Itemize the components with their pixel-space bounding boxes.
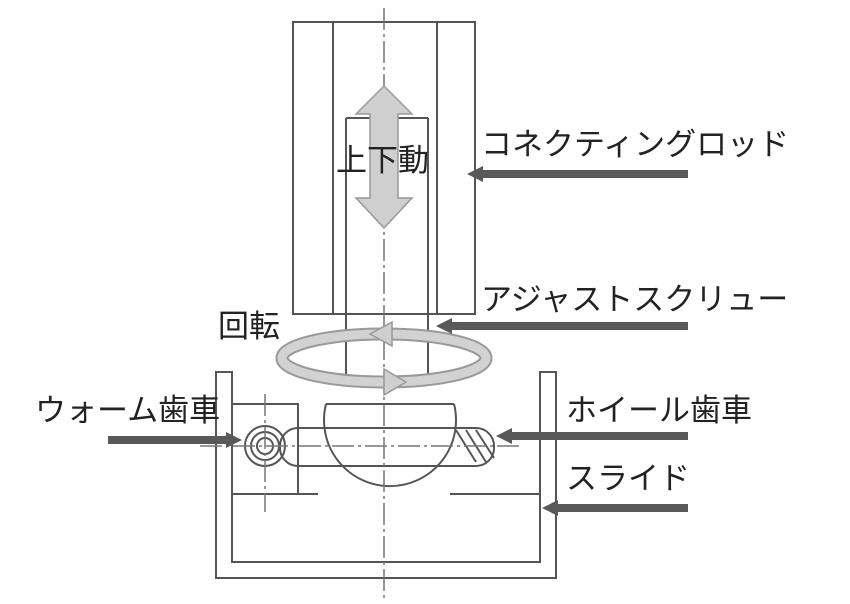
label-adjust-screw: アジャストスクリュー (481, 282, 789, 318)
label-worm-gear: ウォーム歯車 (35, 393, 221, 429)
up-down-arrow (354, 84, 414, 230)
label-rotation: 回転 (218, 309, 280, 345)
slide-outer (215, 371, 557, 579)
wheel-gear-shaft (279, 427, 495, 467)
slide-pointer (542, 500, 688, 516)
wheel-gear-pointer (496, 428, 688, 444)
rotation-ring (275, 320, 493, 397)
label-connecting-rod: コネクティングロッド (481, 127, 790, 163)
label-wheel-gear: ホイール歯車 (566, 393, 752, 429)
label-up-down: 上下動 (336, 143, 429, 179)
ball-joint (323, 403, 457, 488)
connecting-rod-pointer (467, 166, 688, 182)
pointer-arrows (108, 166, 688, 516)
adjust-screw-pointer (436, 318, 688, 334)
worm-gear-pointer (108, 432, 242, 448)
label-slide: スライド (566, 461, 690, 497)
slide-inner-block (232, 403, 540, 495)
